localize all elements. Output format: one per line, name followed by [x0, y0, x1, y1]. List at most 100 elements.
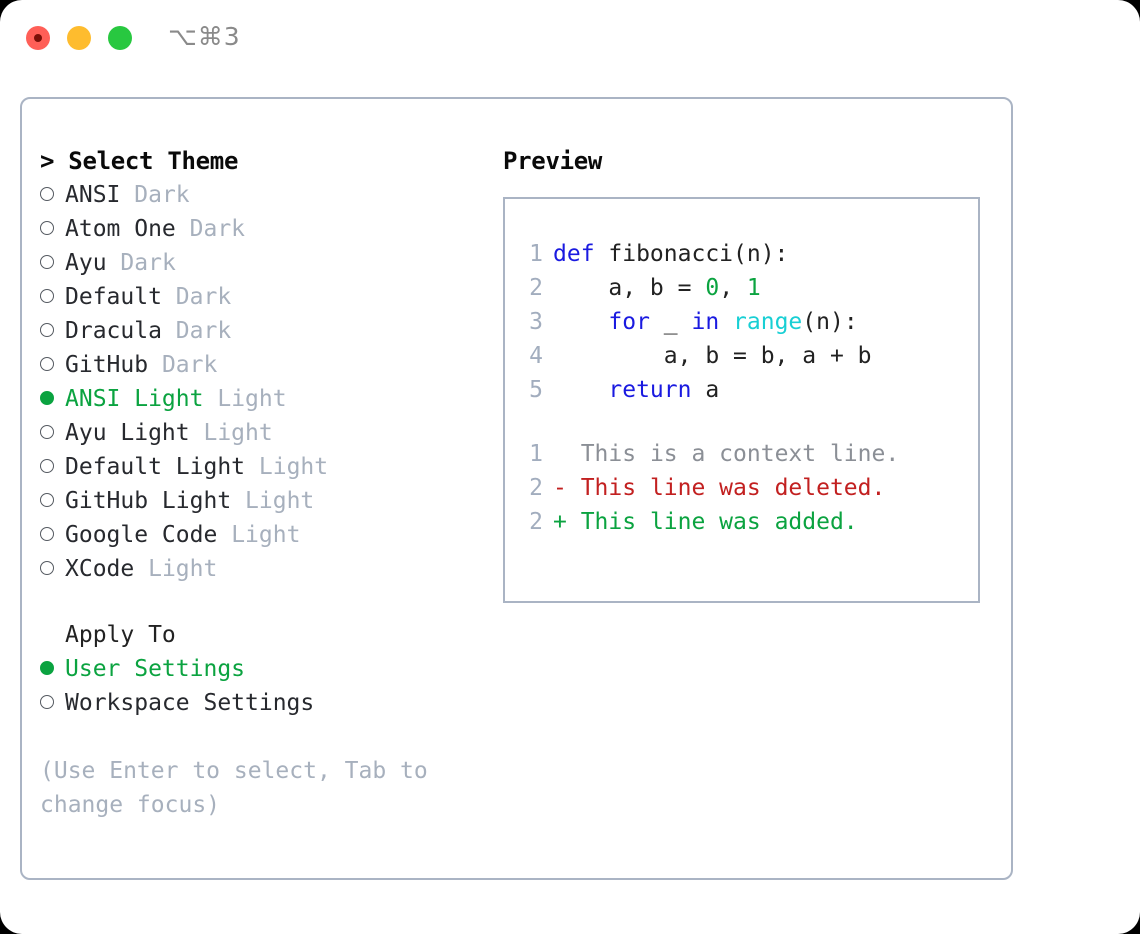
apply-to-header: Apply To	[65, 622, 176, 648]
theme-list-item[interactable]: Default Dark	[40, 280, 470, 314]
diff-text: This line was added.	[566, 509, 858, 535]
theme-name-label: XCode	[65, 556, 135, 582]
radio-unselected-icon[interactable]	[40, 289, 54, 303]
theme-list-item[interactable]: Dracula Dark	[40, 314, 470, 348]
spacer	[231, 488, 245, 514]
code-token: in	[691, 309, 720, 335]
code-token: 0	[705, 275, 720, 301]
code-token: a, b =	[553, 275, 706, 301]
radio-selected-icon[interactable]	[40, 391, 54, 405]
theme-list-item[interactable]: Default Light Light	[40, 450, 470, 484]
diff-sample: 1 This is a context line.2- This line wa…	[505, 407, 978, 539]
code-token: 1	[746, 275, 761, 301]
diff-marker: -	[553, 475, 567, 501]
spacer	[134, 556, 148, 582]
code-token: def	[553, 241, 609, 267]
theme-list-item[interactable]: XCode Light	[40, 552, 470, 586]
code-token: return	[608, 377, 692, 403]
code-token: fibonacci(n):	[608, 241, 789, 267]
code-token: (n):	[802, 309, 858, 335]
title-bar: ⌥⌘3	[0, 0, 1140, 78]
diff-line: 2- This line was deleted.	[517, 471, 978, 505]
theme-kind-label: Dark	[134, 182, 190, 208]
spacer	[162, 284, 176, 310]
radio-unselected-icon[interactable]	[40, 695, 54, 709]
code-line: 2 a, b = 0, 1	[517, 271, 978, 305]
theme-list-item[interactable]: Google Code Light	[40, 518, 470, 552]
spacer	[190, 420, 204, 446]
radio-unselected-icon[interactable]	[40, 527, 54, 541]
radio-unselected-icon[interactable]	[40, 255, 54, 269]
theme-list-item[interactable]: GitHub Light Light	[40, 484, 470, 518]
radio-unselected-icon[interactable]	[40, 561, 54, 575]
radio-unselected-icon[interactable]	[40, 221, 54, 235]
diff-line: 1 This is a context line.	[517, 437, 978, 471]
titlebar-shortcut-label: ⌥⌘3	[168, 22, 241, 51]
apply-to-item[interactable]: Workspace Settings	[40, 686, 470, 720]
theme-kind-label: Light	[217, 386, 287, 412]
spacer	[120, 182, 134, 208]
spacer	[203, 386, 217, 412]
select-theme-header: > Select Theme	[40, 147, 239, 175]
spacer	[162, 318, 176, 344]
code-token	[719, 309, 733, 335]
theme-name-label: GitHub Light	[65, 488, 232, 514]
code-token	[553, 377, 608, 403]
maximize-window-button[interactable]	[108, 26, 132, 50]
line-number: 1	[529, 441, 543, 467]
apply-to-label: Workspace Settings	[65, 690, 315, 716]
radio-unselected-icon[interactable]	[40, 425, 54, 439]
diff-text: This line was deleted.	[566, 475, 886, 501]
theme-list-item[interactable]: ANSI Light Light	[40, 382, 470, 416]
radio-unselected-icon[interactable]	[40, 323, 54, 337]
code-line: 5 return a	[517, 373, 978, 407]
spacer	[148, 352, 162, 378]
theme-name-label: Google Code	[65, 522, 218, 548]
radio-selected-icon[interactable]	[40, 661, 54, 675]
close-window-button[interactable]	[26, 26, 50, 50]
theme-list-item[interactable]: ANSI Dark	[40, 178, 470, 212]
spacer	[107, 250, 121, 276]
line-number: 3	[529, 309, 543, 335]
line-number: 4	[529, 343, 543, 369]
theme-name-label: Atom One	[65, 216, 176, 242]
code-token: a	[691, 377, 720, 403]
theme-name-label: ANSI	[65, 182, 121, 208]
radio-unselected-icon[interactable]	[40, 357, 54, 371]
diff-line: 2+ This line was added.	[517, 505, 978, 539]
theme-kind-label: Dark	[189, 216, 246, 242]
radio-unselected-icon[interactable]	[40, 493, 54, 507]
theme-kind-label: Light	[148, 556, 218, 582]
spacer	[217, 522, 231, 548]
code-line: 3 for _ in range(n):	[517, 305, 978, 339]
preview-header: Preview	[503, 147, 603, 175]
theme-list-item[interactable]: Ayu Dark	[40, 246, 470, 280]
code-token: for	[608, 309, 650, 335]
radio-unselected-icon[interactable]	[40, 187, 54, 201]
theme-kind-label: Dark	[120, 250, 176, 276]
radio-unselected-icon[interactable]	[40, 459, 54, 473]
theme-name-label: Dracula	[65, 318, 162, 344]
diff-marker: +	[553, 509, 567, 535]
theme-kind-label: Light	[231, 522, 301, 548]
code-token: ,	[719, 275, 747, 301]
theme-list-item[interactable]: Atom One Dark	[40, 212, 470, 246]
apply-to-item[interactable]: User Settings	[40, 652, 470, 686]
line-number: 2	[529, 475, 543, 501]
minimize-window-button[interactable]	[67, 26, 91, 50]
apply-to-label: User Settings	[65, 656, 246, 682]
spacer	[176, 216, 190, 242]
keyboard-hint-text: (Use Enter to select, Tab to change focu…	[40, 758, 428, 818]
theme-kind-label: Light	[245, 488, 315, 514]
theme-kind-label: Dark	[161, 352, 218, 378]
theme-list-item[interactable]: Ayu Light Light	[40, 416, 470, 450]
theme-list-item[interactable]: GitHub Dark	[40, 348, 470, 382]
code-line: 4 a, b = b, a + b	[517, 339, 978, 373]
theme-kind-label: Light	[258, 454, 329, 480]
